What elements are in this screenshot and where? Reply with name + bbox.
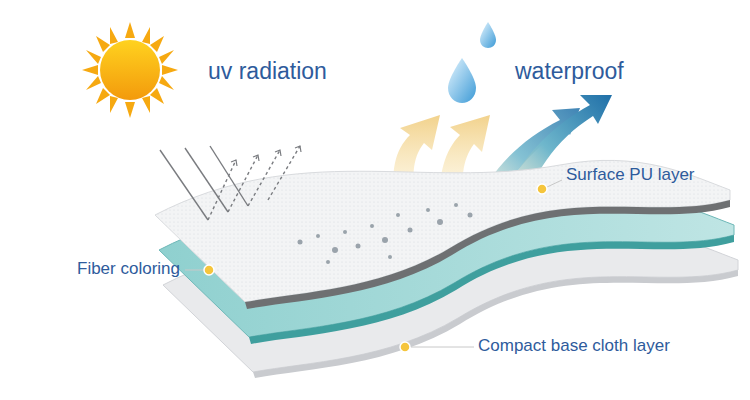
uv-label: uv radiation [208, 58, 327, 84]
uv-rays [160, 146, 301, 220]
layer-label: Surface PU layer [566, 165, 695, 185]
sun-icon [82, 22, 178, 118]
surface-droplets [298, 203, 473, 264]
surface-pu-layer [155, 160, 730, 309]
layer-label: Compact base cloth layer [478, 336, 670, 356]
waterproof-label: waterproof [515, 58, 624, 84]
water-drops [448, 22, 496, 103]
layer-label: Fiber coloring [77, 259, 180, 279]
leader-lines [185, 180, 562, 352]
